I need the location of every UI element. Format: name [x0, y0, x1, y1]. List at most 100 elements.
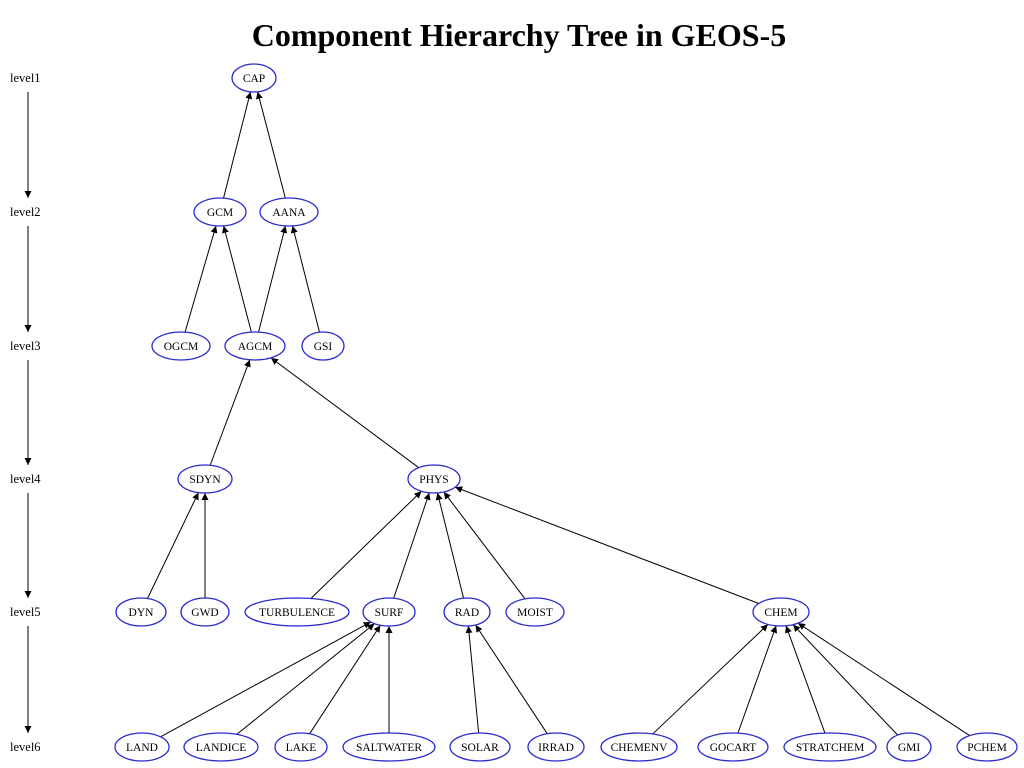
node-ellipse — [527, 732, 585, 762]
node-label: MOIST — [517, 607, 553, 619]
edge-gsi-to-aana — [290, 225, 320, 333]
edge-agcm-to-aana — [258, 225, 288, 333]
node-surf: SURF — [362, 597, 416, 627]
node-saltwater: SALTWATER — [342, 732, 436, 762]
node-gocart: GOCART — [697, 732, 769, 762]
node-label: AANA — [272, 207, 306, 219]
edge-dyn-to-sdyn — [147, 492, 199, 599]
node-gwd: GWD — [180, 597, 230, 627]
node-label: IRRAD — [538, 742, 574, 754]
node-ellipse — [752, 597, 810, 627]
node-ellipse — [407, 464, 461, 494]
level-label-5: level5 — [10, 605, 41, 619]
node-label: GCM — [207, 207, 233, 219]
node-ellipse — [342, 732, 436, 762]
node-ellipse — [177, 464, 233, 494]
node-ellipse — [193, 197, 247, 227]
edge-gocart-to-chem — [737, 625, 778, 734]
nodes-layer: CAP GCM AANA OGCM AGCM GSI SDYN PHYS DYN GWD TURBU… — [114, 63, 1018, 762]
edge-land-to-surf — [160, 621, 371, 738]
node-gsi: GSI — [301, 331, 345, 361]
node-label: CHEMENV — [611, 742, 669, 754]
node-ellipse — [956, 732, 1018, 762]
node-irrad: IRRAD — [527, 732, 585, 762]
node-ellipse — [259, 197, 319, 227]
edge-stratchem-to-chem — [785, 625, 826, 734]
node-label: GOCART — [710, 742, 757, 754]
edge-aana-to-cap — [255, 91, 286, 199]
node-label: SALTWATER — [356, 742, 422, 754]
node-label: GWD — [191, 607, 218, 619]
node-land: LAND — [114, 732, 170, 762]
edge-irrad-to-rad — [475, 624, 548, 734]
node-ellipse — [180, 597, 230, 627]
node-gcm: GCM — [193, 197, 247, 227]
node-label: LANDICE — [196, 742, 246, 754]
node-ellipse — [505, 597, 565, 627]
edge-ogcm-to-gcm — [184, 225, 218, 333]
node-label: GMI — [898, 742, 921, 754]
level-label-2: level2 — [10, 205, 41, 219]
level-label-1: level1 — [10, 71, 41, 85]
node-ellipse — [115, 597, 167, 627]
node-ellipse — [697, 732, 769, 762]
node-stratchem: STRATCHEM — [783, 732, 877, 762]
edge-turbulence-to-phys — [310, 490, 422, 599]
node-chem: CHEM — [752, 597, 810, 627]
node-label: STRATCHEM — [796, 742, 864, 754]
node-label: CAP — [243, 73, 265, 85]
node-solar: SOLAR — [449, 732, 511, 762]
node-label: PCHEM — [967, 742, 1007, 754]
node-ellipse — [783, 732, 877, 762]
node-ellipse — [183, 732, 259, 762]
node-label: GSI — [314, 341, 333, 353]
node-dyn: DYN — [115, 597, 167, 627]
node-chemenv: CHEMENV — [600, 732, 678, 762]
node-ellipse — [443, 597, 491, 627]
edge-moist-to-phys — [443, 491, 526, 600]
node-turbulence: TURBULENCE — [244, 597, 350, 627]
node-agcm: AGCM — [224, 331, 286, 361]
node-ellipse — [151, 331, 211, 361]
node-ogcm: OGCM — [151, 331, 211, 361]
node-ellipse — [449, 732, 511, 762]
node-ellipse — [231, 63, 277, 93]
node-moist: MOIST — [505, 597, 565, 627]
node-label: AGCM — [238, 341, 273, 353]
node-label: DYN — [129, 607, 155, 619]
node-ellipse — [301, 331, 345, 361]
edge-surf-to-phys — [393, 492, 431, 599]
node-lake: LAKE — [274, 732, 328, 762]
node-pchem: PCHEM — [956, 732, 1018, 762]
node-label: OGCM — [164, 341, 199, 353]
edges-layer — [147, 91, 970, 738]
node-label: CHEM — [764, 607, 797, 619]
node-ellipse — [600, 732, 678, 762]
edge-pchem-to-chem — [797, 622, 970, 737]
edge-rad-to-phys — [435, 492, 465, 599]
node-ellipse — [114, 732, 170, 762]
node-phys: PHYS — [407, 464, 461, 494]
node-ellipse — [886, 732, 932, 762]
edge-gmi-to-chem — [792, 624, 898, 736]
level-label-6: level6 — [10, 740, 41, 754]
edge-chem-to-phys — [455, 486, 759, 604]
edge-lake-to-surf — [309, 624, 381, 735]
edge-agcm-to-gcm — [222, 225, 252, 333]
edge-solar-to-rad — [465, 625, 480, 734]
node-ellipse — [244, 597, 350, 627]
level-label-3: level3 — [10, 339, 41, 353]
node-label: SDYN — [189, 474, 221, 486]
node-gmi: GMI — [886, 732, 932, 762]
level-label-4: level4 — [10, 472, 41, 486]
node-aana: AANA — [259, 197, 319, 227]
edge-sdyn-to-agcm — [209, 359, 251, 466]
node-ellipse — [274, 732, 328, 762]
node-ellipse — [362, 597, 416, 627]
edge-gcm-to-cap — [223, 91, 253, 199]
node-label: LAND — [126, 742, 158, 754]
node-label: SURF — [375, 607, 404, 619]
node-label: LAKE — [286, 742, 317, 754]
level-axis: level1 level2 level3 level4 level5 level6 — [10, 71, 41, 754]
